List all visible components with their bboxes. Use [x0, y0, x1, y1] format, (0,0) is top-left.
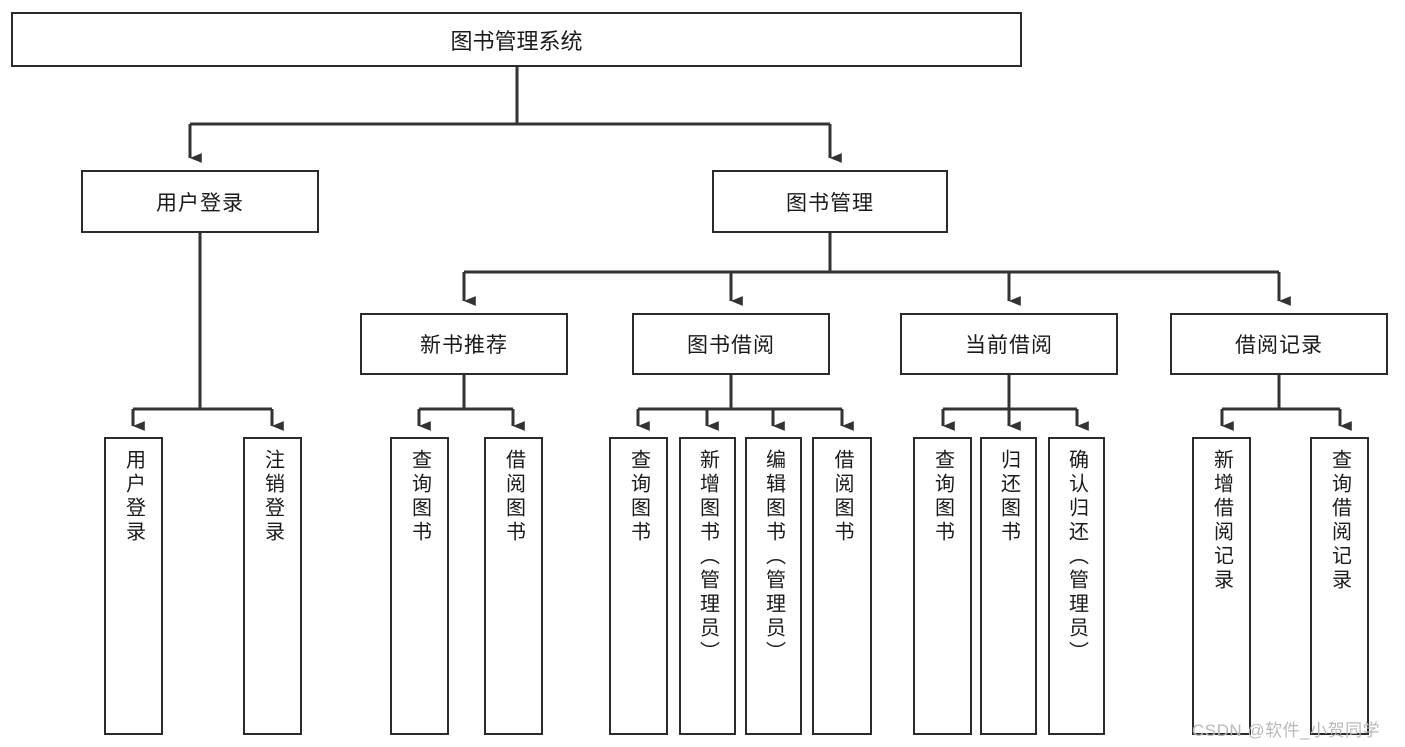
node-new-book-rec[interactable]: 新书推荐 — [360, 313, 568, 375]
leaf-query-book-new-rec[interactable]: 查询图书 — [390, 437, 449, 735]
node-label: 借阅图书 — [831, 449, 853, 545]
leaf-borrow-book-new-rec[interactable]: 借阅图书 — [484, 437, 543, 735]
node-label: 新书推荐 — [420, 334, 508, 357]
leaf-logout[interactable]: 注销登录 — [243, 437, 302, 735]
node-label: 图书管理 — [786, 191, 874, 215]
node-label: 新增借阅记录 — [1210, 449, 1233, 593]
node-user-login[interactable]: 用户登录 — [81, 170, 319, 233]
node-label: 编辑图书（管理员） — [762, 449, 785, 665]
leaf-query-borrow-record[interactable]: 查询借阅记录 — [1310, 437, 1369, 735]
watermark: CSDN @软件_小贺同学 — [1192, 721, 1381, 740]
node-label: 查询图书 — [408, 449, 431, 545]
leaf-borrow-book-borrow[interactable]: 借阅图书 — [812, 437, 872, 735]
node-book-manage[interactable]: 图书管理 — [712, 170, 948, 233]
node-label: 查询图书 — [931, 449, 954, 545]
leaf-query-book-current[interactable]: 查询图书 — [913, 437, 972, 735]
leaf-add-borrow-record[interactable]: 新增借阅记录 — [1192, 437, 1251, 735]
node-label: 用户登录 — [156, 191, 244, 215]
leaf-add-book-admin[interactable]: 新增图书（管理员） — [679, 437, 736, 735]
leaf-user-login[interactable]: 用户登录 — [104, 437, 163, 735]
leaf-confirm-return-admin[interactable]: 确认归还（管理员） — [1048, 437, 1105, 735]
node-current-borrow[interactable]: 当前借阅 — [900, 313, 1118, 375]
node-label: 用户登录 — [122, 449, 145, 545]
node-label: 图书借阅 — [687, 334, 775, 357]
node-label: 确认归还（管理员） — [1065, 449, 1088, 665]
node-book-borrow[interactable]: 图书借阅 — [632, 313, 830, 375]
node-label: 借阅图书 — [502, 449, 525, 545]
node-label: 新增图书（管理员） — [696, 449, 719, 665]
node-root[interactable]: 图书管理系统 — [11, 12, 1022, 67]
leaf-return-book[interactable]: 归还图书 — [980, 437, 1037, 735]
node-label: 图书管理系统 — [450, 28, 583, 54]
node-label: 当前借阅 — [965, 334, 1053, 357]
node-label: 查询借阅记录 — [1328, 449, 1351, 593]
node-borrow-record[interactable]: 借阅记录 — [1170, 313, 1388, 375]
node-label: 查询图书 — [627, 449, 650, 545]
node-label: 归还图书 — [997, 449, 1020, 545]
node-label: 借阅记录 — [1235, 334, 1323, 357]
node-label: 注销登录 — [261, 449, 284, 545]
leaf-edit-book-admin[interactable]: 编辑图书（管理员） — [745, 437, 802, 735]
leaf-query-book-borrow[interactable]: 查询图书 — [609, 437, 668, 735]
